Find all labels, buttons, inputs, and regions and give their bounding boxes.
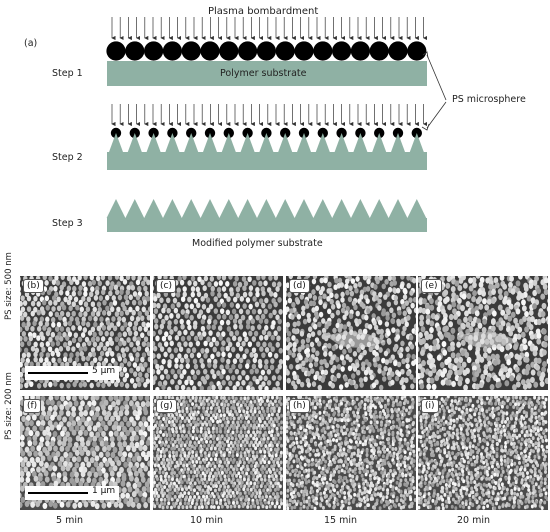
process-schematic xyxy=(106,17,447,232)
sem-image-g xyxy=(153,396,283,510)
ps-microsphere xyxy=(369,41,389,61)
ps-microsphere xyxy=(144,41,164,61)
cone xyxy=(388,199,408,218)
cone xyxy=(257,199,276,218)
etched-cones-step2 xyxy=(109,133,424,152)
substrate-label: Polymer substrate xyxy=(220,68,307,79)
etched-cone xyxy=(184,133,199,152)
ps-microspheres-step1 xyxy=(106,41,427,61)
microsphere-label: PS microsphere xyxy=(452,94,526,105)
etched-cone xyxy=(127,133,142,152)
ps-microsphere xyxy=(238,41,258,61)
ps-microsphere xyxy=(355,127,366,139)
etched-cone xyxy=(146,133,161,152)
sem-image-h xyxy=(286,396,416,510)
etched-cone xyxy=(203,133,217,152)
cone xyxy=(275,199,295,218)
pointer-line-2 xyxy=(426,101,447,129)
sem-image-c xyxy=(153,276,283,390)
ps-microsphere xyxy=(332,41,352,61)
time-label-20min: 20 min xyxy=(457,515,491,526)
scalebar xyxy=(28,492,88,494)
etched-cone xyxy=(409,133,424,152)
panel-label: (f) xyxy=(23,399,42,413)
step-1-label: Step 1 xyxy=(52,68,83,79)
ps-microsphere xyxy=(275,41,295,61)
panel-label: (h) xyxy=(289,399,310,413)
etched-cone xyxy=(372,133,387,152)
scalebar-label: 5 μm xyxy=(90,366,118,376)
ps-microsphere xyxy=(313,41,333,61)
cone xyxy=(369,199,389,218)
cones-step3 xyxy=(106,199,427,218)
etched-cone xyxy=(278,133,293,152)
pointer-line-1 xyxy=(426,54,447,101)
modified-substrate-label: Modified polymer substrate xyxy=(192,238,323,249)
scalebar xyxy=(28,372,88,374)
ps-microsphere xyxy=(388,41,408,61)
cone xyxy=(144,199,163,218)
step-2-label: Step 2 xyxy=(52,152,83,163)
ps-microsphere xyxy=(200,41,220,61)
panel-label-a: (a) xyxy=(24,38,38,49)
cone xyxy=(181,199,201,218)
ps-microsphere xyxy=(125,41,145,61)
panel-label: (c) xyxy=(156,279,176,293)
cone xyxy=(313,199,333,218)
cone xyxy=(238,199,257,218)
ps-microsphere xyxy=(181,41,201,61)
sem-image-i xyxy=(418,396,548,510)
ps-microsphere xyxy=(106,41,126,61)
etched-cone xyxy=(259,133,274,152)
cone xyxy=(332,199,351,218)
diagram-title: Plasma bombardment xyxy=(208,6,319,17)
sem-image-e xyxy=(418,276,548,390)
ps-microsphere xyxy=(162,41,182,61)
cone xyxy=(125,199,145,218)
etched-cone xyxy=(334,133,349,152)
ps-microsphere xyxy=(336,127,347,139)
cone xyxy=(219,199,239,218)
panel-label: (e) xyxy=(421,279,442,293)
etched-cone xyxy=(221,133,236,152)
ps-microsphere xyxy=(407,41,427,61)
plasma-arrows-step1 xyxy=(111,17,428,41)
panel-label: (g) xyxy=(156,399,177,413)
etched-cone xyxy=(391,133,405,152)
panel-label: (b) xyxy=(23,279,44,293)
cone xyxy=(106,199,126,218)
etched-cone xyxy=(165,133,180,152)
etched-cone xyxy=(109,133,123,152)
time-label-5min: 5 min xyxy=(56,515,83,526)
polymer-substrate-step2 xyxy=(107,152,427,170)
sem-image-d xyxy=(286,276,416,390)
step-3-label: Step 3 xyxy=(52,218,83,229)
cone xyxy=(200,199,220,218)
scalebar-label: 1 μm xyxy=(90,486,118,496)
etched-cone xyxy=(353,133,368,152)
panel-label: (i) xyxy=(421,399,439,413)
ps-microsphere xyxy=(294,41,314,61)
cone xyxy=(407,199,427,218)
cone xyxy=(294,199,314,218)
etched-cone xyxy=(297,133,311,152)
polymer-substrate-step1 xyxy=(107,61,427,86)
time-label-15min: 15 min xyxy=(324,515,358,526)
cone xyxy=(163,199,182,218)
plasma-arrows-step2 xyxy=(111,104,428,127)
ps-microsphere xyxy=(261,127,272,139)
etched-cone xyxy=(315,133,330,152)
time-label-10min: 10 min xyxy=(190,515,224,526)
ps-microsphere xyxy=(350,41,370,61)
cone xyxy=(351,199,370,218)
ps-microsphere xyxy=(219,41,239,61)
sem-image-b xyxy=(20,276,150,390)
ps-microsphere xyxy=(256,41,276,61)
etched-cone xyxy=(240,133,255,152)
modified-substrate-step3 xyxy=(107,218,427,232)
row-label-500nm: PS size: 500 nm xyxy=(4,252,14,320)
row-label-200nm: PS size: 200 nm xyxy=(4,372,14,440)
panel-label: (d) xyxy=(289,279,310,293)
